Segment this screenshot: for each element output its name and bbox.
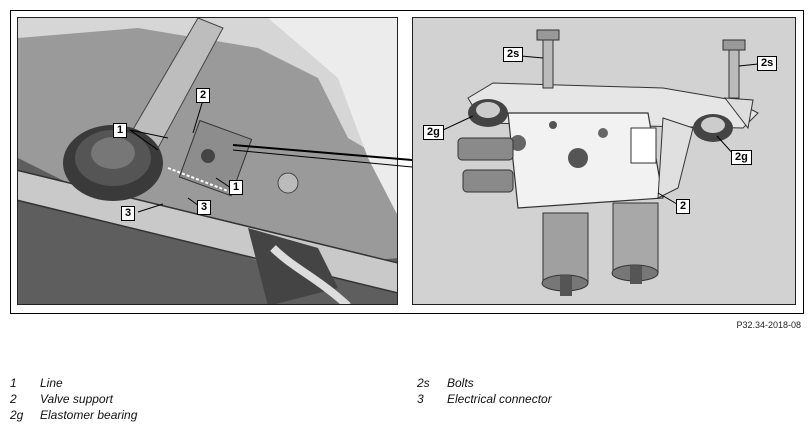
valve-unit-leader-lines [442, 55, 759, 205]
callout-3-connector-left: 3 [121, 206, 136, 221]
vehicle-photo-drawing [18, 18, 397, 304]
callout-3-connector-right: 3 [197, 200, 212, 215]
legend-right-column: 2s Bolts 3 Electrical connector [417, 375, 552, 407]
legend-item: 2g Elastomer bearing [10, 407, 137, 423]
legend-text: Line [40, 376, 63, 390]
legend-text: Electrical connector [447, 392, 552, 406]
callout-1-line-left: 1 [113, 123, 128, 138]
legend-text: Elastomer bearing [40, 408, 138, 422]
legend-item: 1 Line [10, 375, 137, 391]
legend-item: 2 Valve support [10, 391, 137, 407]
vehicle-photo-leader-lines [129, 99, 232, 213]
callout-2-valve-support-unit: 2 [676, 199, 691, 214]
figure-reference-code: P32.34-2018-08 [736, 320, 801, 330]
legend-key: 2 [10, 392, 17, 406]
legend-key: 1 [10, 376, 17, 390]
callout-2g-bearing-left: 2g [423, 125, 444, 140]
callout-2-valve-support: 2 [196, 88, 211, 103]
legend-key: 2g [10, 408, 24, 422]
legend-item: 2s Bolts [417, 375, 552, 391]
legend-key: 3 [417, 392, 424, 406]
vehicle-photo [17, 17, 398, 305]
callout-2s-bolt-left: 2s [503, 47, 524, 62]
legend-text: Bolts [447, 376, 474, 390]
legend-item: 3 Electrical connector [417, 391, 552, 407]
callout-2g-bearing-right: 2g [731, 150, 752, 165]
callout-1-line-right: 1 [229, 180, 244, 195]
legend-text: Valve support [40, 392, 113, 406]
callout-2s-bolt-right: 2s [757, 56, 778, 71]
legend-left-column: 1 Line 2 Valve support 2g Elastomer bear… [10, 375, 137, 423]
legend-key: 2s [417, 376, 430, 390]
